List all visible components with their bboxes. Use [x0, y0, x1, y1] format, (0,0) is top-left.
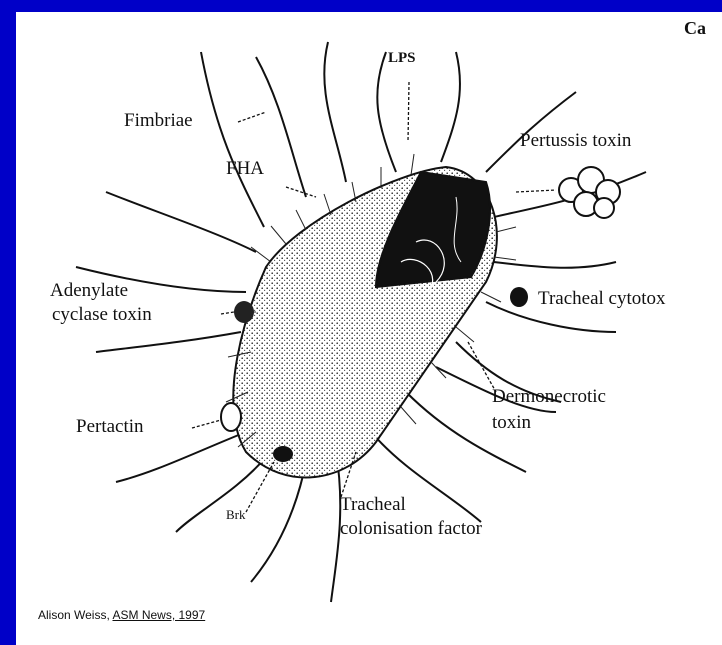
tracheal-cytotoxin-label: Tracheal cytotox	[538, 288, 666, 310]
fha-label: FHA	[226, 158, 264, 180]
cell-body	[226, 154, 516, 477]
brk-blob	[273, 446, 293, 462]
diagram-panel: Ca	[16, 12, 722, 645]
tracheal-colonisation-factor-label-line1: Tracheal	[340, 494, 406, 516]
credit-source: ASM News, 1997	[112, 608, 205, 622]
pertactin-blob	[221, 403, 241, 431]
image-credit: Alison Weiss, ASM News, 1997	[38, 608, 205, 622]
pertactin-label: Pertactin	[76, 416, 144, 438]
dermonecrotic-toxin-label-line2: toxin	[492, 412, 531, 434]
dermonecrotic-toxin-label-line1: Dermonecrotic	[492, 386, 606, 408]
pertussis-toxin-blob	[559, 167, 620, 218]
tracheal-cytotoxin-blob	[510, 287, 528, 307]
lps-label: LPS	[388, 50, 416, 67]
tracheal-colonisation-factor-label-line2: colonisation factor	[340, 518, 482, 540]
adenylate-cyclase-toxin-label-line2: cyclase toxin	[52, 304, 152, 326]
adenylate-cyclase-toxin-label-line1: Adenylate	[50, 280, 128, 302]
fimbriae-label: Fimbriae	[124, 110, 193, 132]
pertussis-toxin-label: Pertussis toxin	[520, 130, 631, 152]
brk-label: Brk	[226, 507, 246, 523]
adenylate-cyclase-toxin-blob	[234, 301, 254, 323]
bacterium-illustration	[16, 12, 722, 645]
credit-author: Alison Weiss,	[38, 608, 112, 622]
